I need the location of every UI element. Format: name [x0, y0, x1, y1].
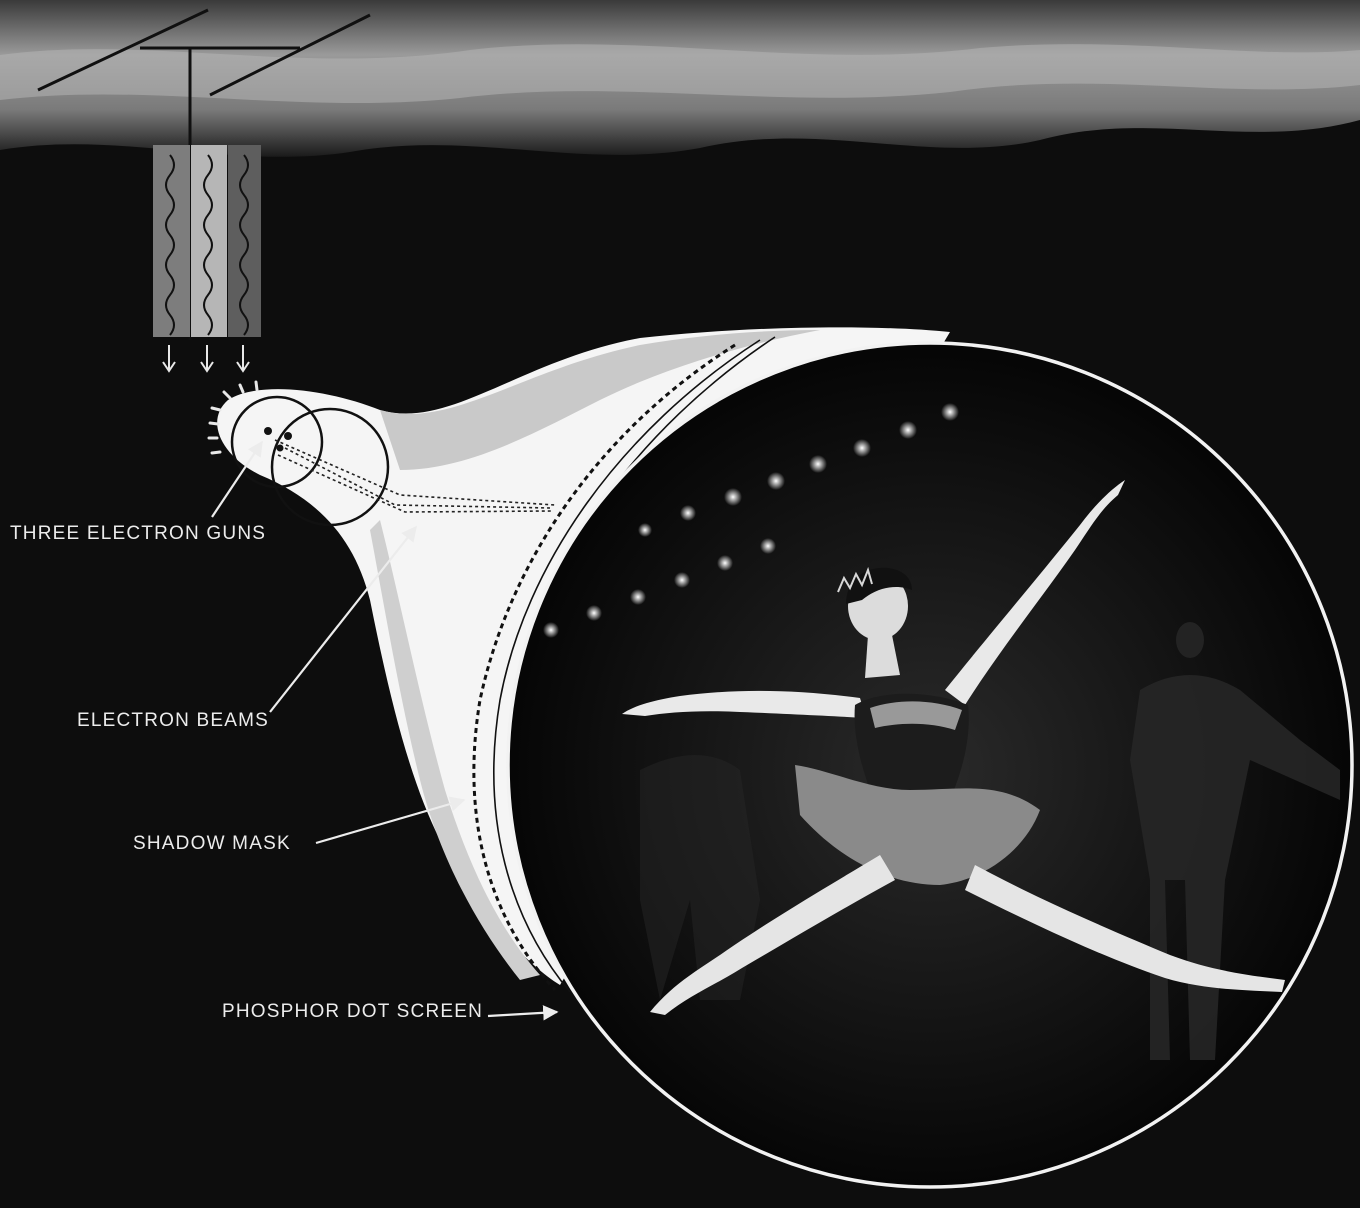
electron-guns-label: THREE ELECTRON GUNS [10, 524, 266, 543]
shadow-mask-label: SHADOW MASK [133, 834, 291, 853]
electron-beams-label: ELECTRON BEAMS [77, 711, 269, 730]
phosphor-screen-label: PHOSPHOR DOT SCREEN [222, 1002, 483, 1021]
screen-pointer [488, 1012, 557, 1016]
down-arrow-icon [163, 345, 249, 371]
signal-columns [153, 145, 261, 337]
